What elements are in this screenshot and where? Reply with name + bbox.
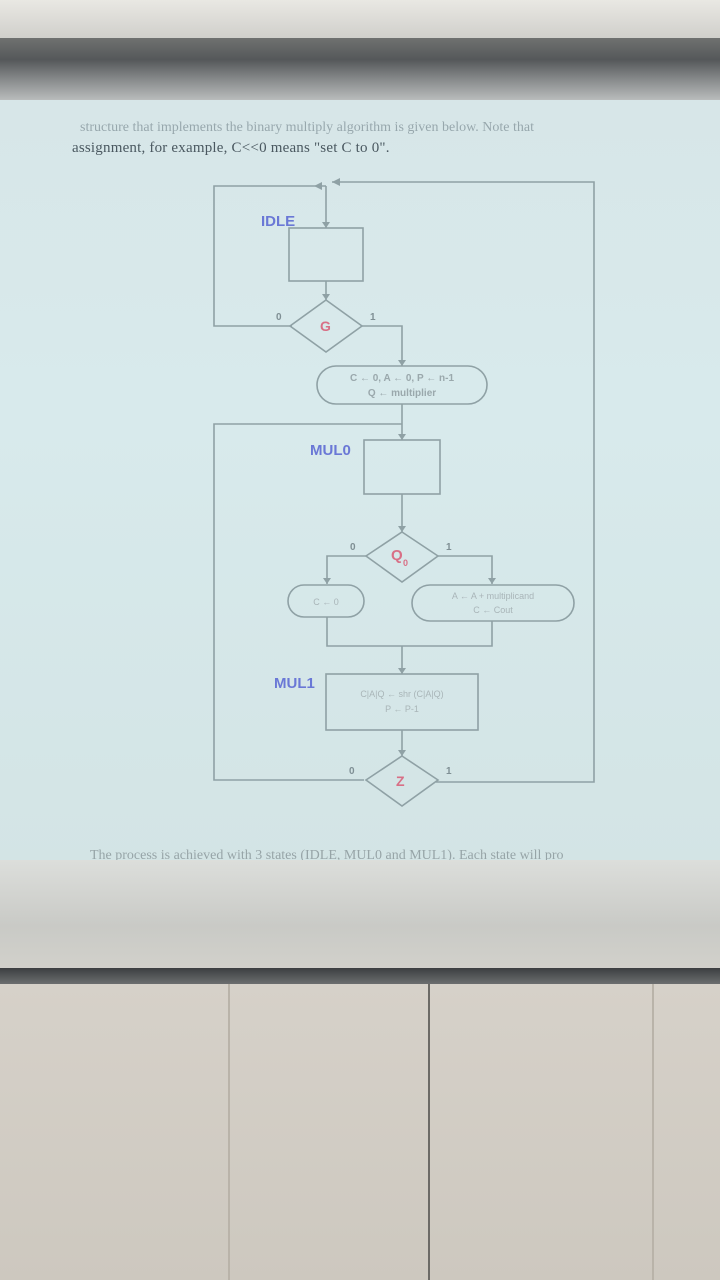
merge-line (326, 617, 493, 647)
loop-line-right (332, 181, 595, 783)
add-action-line1: A ← A + multiplicand (452, 591, 534, 601)
z-zero-label: 0 (349, 766, 355, 777)
g-one-label: 1 (370, 312, 376, 323)
z-decision-label: Z (396, 773, 405, 789)
tile-seam (428, 984, 430, 1280)
flow-line-q0-one (438, 555, 493, 584)
g-decision-diamond (288, 299, 364, 353)
g-decision-label: G (320, 318, 331, 334)
marble-wall (0, 984, 720, 1280)
q0-decision-subscript: 0 (403, 558, 408, 568)
init-action-line1: C ← 0, A ← 0, P ← n-1 (350, 373, 455, 384)
screen-frame-top (0, 38, 720, 100)
q0-one-label: 1 (446, 542, 452, 553)
q0-zero-label: 0 (350, 542, 356, 553)
screen-lower-edge (0, 860, 720, 970)
mul1-state-label: MUL1 (274, 675, 315, 692)
mul0-state-label: MUL0 (310, 442, 351, 459)
flow-line-q0-zero (326, 555, 366, 584)
mul0-state-box (363, 439, 441, 495)
flow-line-g-one (362, 325, 403, 366)
idle-state-label: IDLE (261, 213, 295, 230)
tile-seam (228, 984, 230, 1280)
caption-line: assignment, for example, C<<0 means "set… (72, 140, 390, 156)
z-one-label: 1 (446, 766, 452, 777)
add-action-line2: C ← Cout (473, 605, 513, 615)
shift-action-line2: P ← P-1 (385, 704, 419, 714)
q0-decision-label: Q (391, 547, 403, 564)
clear-c-box (287, 584, 365, 618)
clear-c-text: C ← 0 (313, 597, 339, 607)
mul1-state-box (325, 673, 479, 731)
shift-action-line1: C|A|Q ← shr (C|A|Q) (360, 689, 443, 699)
z-zero-loop-line (213, 423, 402, 781)
tile-seam (652, 984, 654, 1280)
footer-text: The process is achieved with 3 states (I… (90, 848, 564, 863)
ceiling (0, 0, 720, 40)
screen-frame-bottom (0, 968, 720, 984)
idle-state-box (288, 227, 364, 282)
add-box (411, 584, 575, 622)
g-zero-label: 0 (276, 312, 282, 323)
idle-loop-line (213, 185, 326, 327)
z-decision-diamond (364, 755, 440, 807)
caption-partial-line: structure that implements the binary mul… (80, 120, 535, 135)
arrowheads (314, 178, 496, 756)
q0-decision-diamond (364, 531, 440, 583)
init-action-line2: Q ← multiplier (368, 388, 436, 399)
